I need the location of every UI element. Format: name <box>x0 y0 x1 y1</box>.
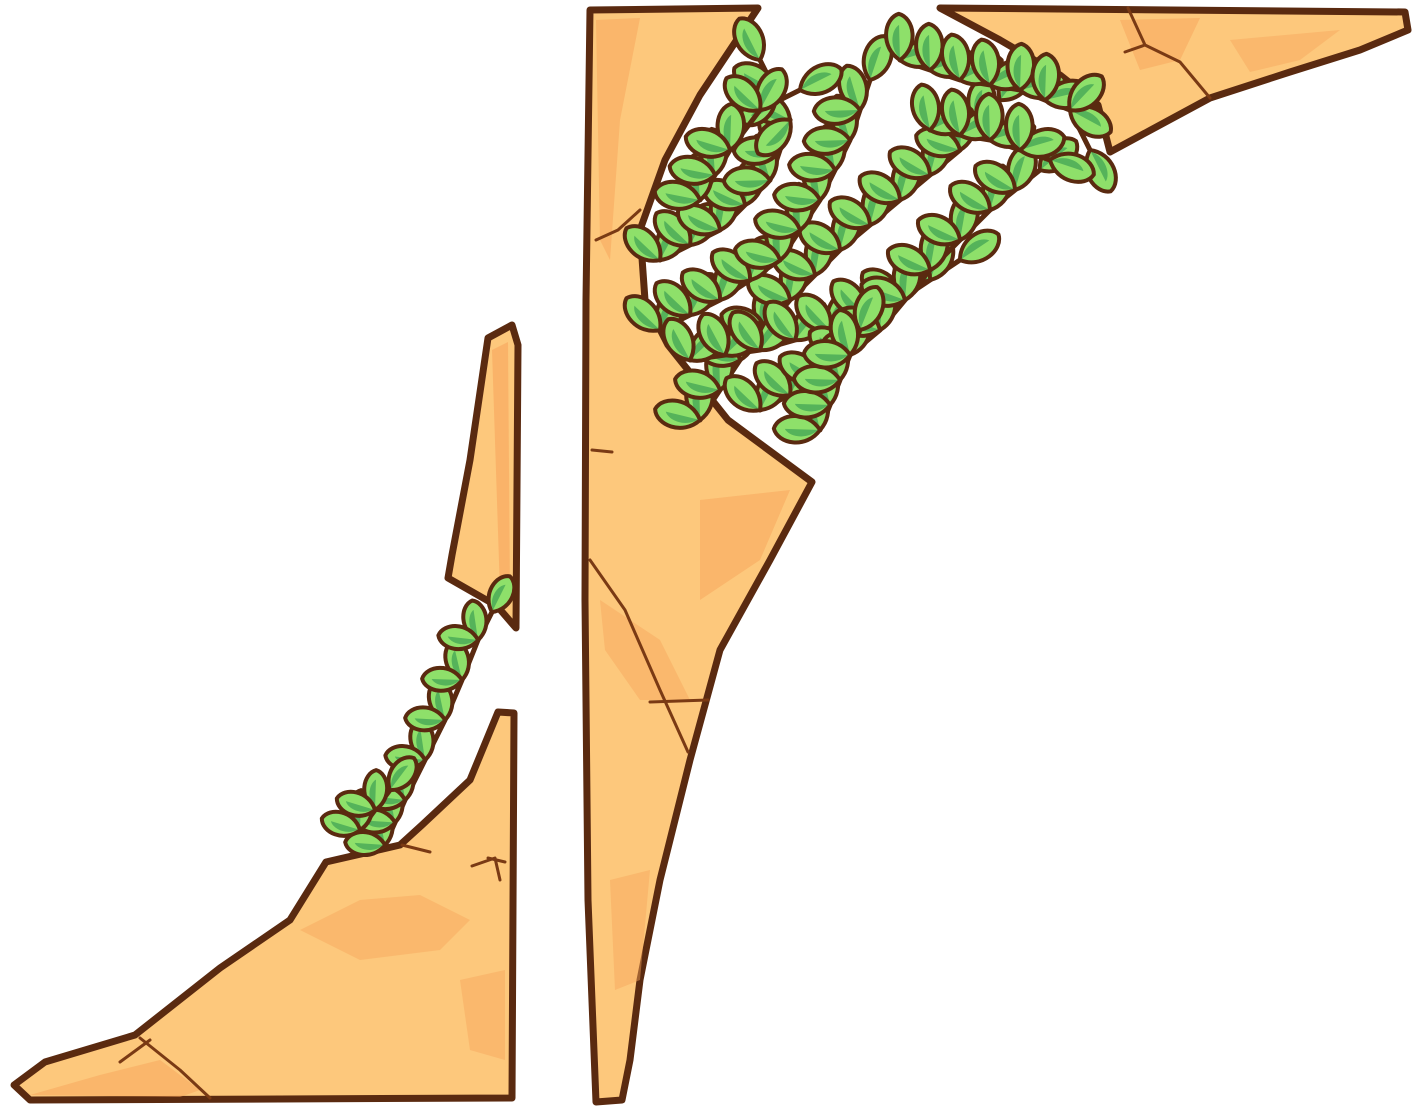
leaf-icon <box>886 242 932 277</box>
leaf-icon <box>622 224 663 263</box>
leaf-icon <box>974 91 1005 142</box>
leaf-icon <box>727 309 764 353</box>
leaf-icon <box>909 82 941 132</box>
leaf-icon <box>781 389 832 420</box>
leaf-icon <box>1067 72 1106 113</box>
leaf-icon <box>732 16 766 62</box>
leaf-icon <box>486 574 517 614</box>
leaf-icon <box>403 705 447 733</box>
leaf-icon <box>827 195 872 231</box>
leaf-icon <box>1030 51 1061 102</box>
small-vine <box>319 574 517 857</box>
leaf-icon <box>852 285 886 332</box>
leaf-icon <box>811 95 862 126</box>
leaf-icon <box>319 809 362 838</box>
leaf-icon <box>722 74 763 113</box>
leaf-icon <box>652 279 693 318</box>
leaf-icon <box>969 37 1001 87</box>
leaf-icon <box>887 145 932 181</box>
leaf-icon <box>801 339 852 370</box>
leaf-icon <box>420 665 464 693</box>
leaf-icon <box>916 212 962 247</box>
leaf-icon <box>1004 101 1035 152</box>
leaf-icon <box>721 165 772 196</box>
leaf-icon <box>973 159 1017 195</box>
leaf-icon <box>884 11 915 62</box>
leaf-icon <box>1048 151 1096 184</box>
leaf-icon <box>652 179 702 211</box>
leaf-icon <box>653 398 702 430</box>
leaf-icon <box>696 312 731 357</box>
leaf-icon <box>1084 148 1118 194</box>
leaf-icon <box>754 117 793 158</box>
leaf-icon <box>343 830 387 857</box>
leaf-icon <box>1068 104 1113 139</box>
leaf-icon <box>794 292 833 333</box>
leaf-icon <box>958 228 1002 265</box>
leaf-icon <box>939 87 971 137</box>
leaf-icon <box>683 127 732 159</box>
leaf-icon <box>722 374 763 413</box>
leaf-icon <box>673 368 722 400</box>
leaf-icon <box>762 299 799 343</box>
leaf-icon <box>709 247 753 284</box>
leaf-icon <box>798 62 844 96</box>
leaf-icon <box>857 170 902 206</box>
leaf-icon <box>753 208 802 240</box>
leaf-icon <box>679 267 723 304</box>
leaf-icon <box>667 154 717 186</box>
leaf-icon <box>772 181 822 213</box>
leaf-icon <box>436 624 480 652</box>
leaf-icon <box>622 294 663 333</box>
large-vine-cluster <box>622 11 1118 445</box>
leaf-icon <box>386 755 419 793</box>
leaf-icon <box>801 125 852 156</box>
leaf-icon <box>948 179 992 215</box>
leaf-icon <box>939 32 971 82</box>
left-rock-lower <box>10 708 518 1104</box>
leaf-icon <box>733 238 782 270</box>
leaf-icon <box>661 317 696 362</box>
leaf-icon <box>334 789 377 818</box>
center-pillar <box>581 4 816 1106</box>
leaf-icon <box>787 151 837 183</box>
